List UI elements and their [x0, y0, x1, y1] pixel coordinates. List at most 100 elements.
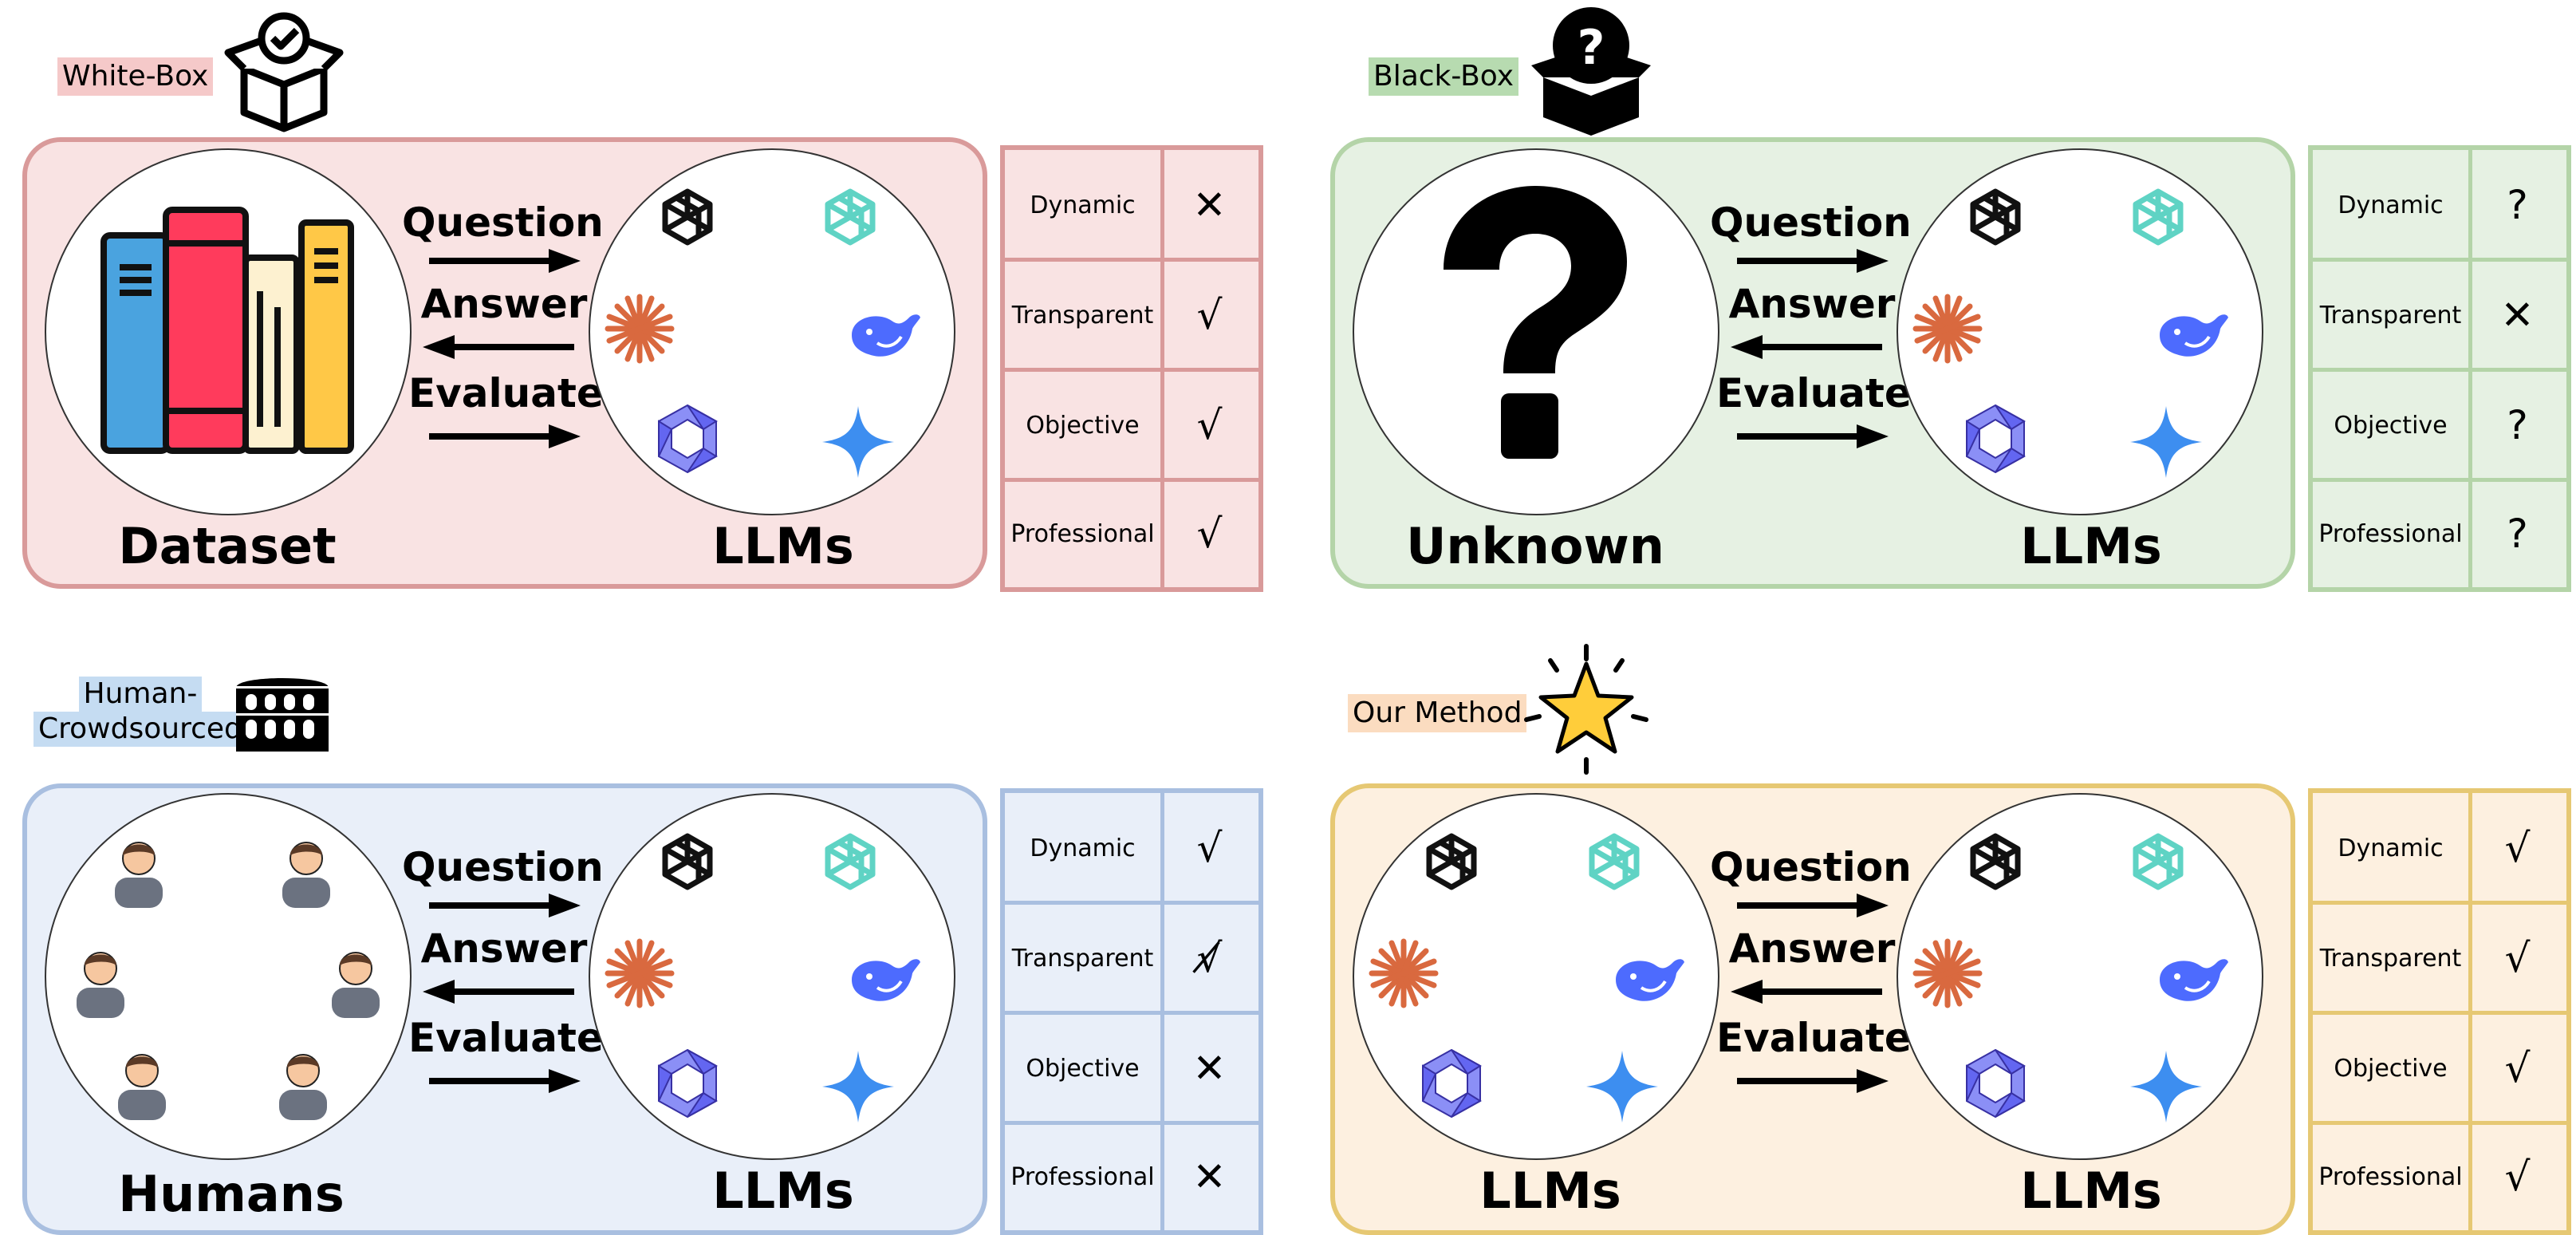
criterion-name: Professional: [2318, 519, 2463, 548]
question-mark-icon: [1444, 186, 1627, 459]
openai-black-icon: [648, 180, 727, 260]
qwen-icon: [1956, 1044, 2035, 1123]
openai-teal-icon: [2118, 825, 2198, 905]
openai-black-icon: [1956, 180, 2035, 260]
black-box-quadrant: Black-Box ? Unknown Question Answer Eval…: [1308, 0, 2576, 618]
criterion-name: Transparent: [1011, 944, 1154, 973]
criterion-mark: ✕: [1192, 1154, 1227, 1200]
evaluate-arrow: [429, 1069, 581, 1093]
person-tie-avatar-icon: [99, 828, 179, 908]
criterion-row: Dynamic?: [2313, 150, 2566, 260]
criterion-row: Professional?: [2313, 480, 2566, 587]
evaluate-label: Evaluate: [408, 370, 604, 416]
question-arrow: [429, 249, 581, 273]
gemini-icon: [2126, 1047, 2206, 1126]
our-method-tag: Our Method: [1348, 694, 1527, 732]
criterion-name: Dynamic: [2338, 191, 2444, 219]
star-icon: [1524, 644, 1648, 775]
question-label: Question: [1710, 844, 1912, 890]
criterion-row: Dynamic ✕: [1005, 150, 1258, 260]
evaluate-label: Evaluate: [408, 1015, 604, 1061]
criterion-name: Professional: [1010, 1162, 1155, 1191]
openai-black-icon: [1412, 825, 1491, 905]
question-arrow: [1737, 894, 1889, 917]
question-arrow: [429, 894, 581, 917]
deepseek-whale-icon: [2153, 294, 2233, 373]
person-beard-avatar-icon: [61, 938, 140, 1018]
openai-black-icon: [1956, 825, 2035, 905]
claude-icon: [1364, 933, 1444, 1013]
answer-label: Answer: [420, 281, 588, 327]
criterion-mark: ?: [2507, 511, 2528, 557]
criterion-mark: √: [2504, 1154, 2531, 1200]
criterion-mark: ✕: [2500, 292, 2535, 338]
evaluate-label: Evaluate: [1716, 370, 1912, 416]
criterion-mark: ?: [2507, 402, 2528, 448]
open-box-check-icon: [224, 12, 344, 132]
openai-teal-icon: [810, 825, 890, 905]
criterion-row: Professional√: [2313, 1123, 2566, 1230]
criterion-name: Dynamic: [1030, 191, 1136, 219]
white-box-tag: White-Box: [57, 57, 214, 96]
criterion-row: Transparent ✕: [2313, 260, 2566, 370]
claude-icon: [600, 289, 679, 369]
criterion-row: Transparent√: [2313, 903, 2566, 1013]
criterion-name: Objective: [1026, 1054, 1140, 1083]
criterion-name: Dynamic: [1030, 834, 1136, 862]
criterion-row: Transparent √: [1005, 260, 1258, 370]
criterion-row: Dynamic √: [1005, 793, 1258, 903]
criterion-row: Professional ✕: [1005, 1123, 1258, 1230]
criterion-mark: ✕: [1192, 1045, 1227, 1091]
qwen-icon: [1412, 1044, 1491, 1123]
white-box-quadrant: White-Box Dataset Question Answer Evalua…: [0, 0, 1288, 618]
answer-label: Answer: [420, 925, 588, 972]
criterion-mark: √: [1196, 292, 1223, 338]
answer-arrow: [423, 335, 574, 359]
deepseek-whale-icon: [845, 294, 925, 373]
criterion-mark: √: [2504, 825, 2531, 871]
criterion-name: Objective: [2334, 411, 2448, 440]
answer-arrow: [1731, 980, 1882, 1004]
openai-teal-icon: [2118, 180, 2198, 260]
question-label: Question: [402, 199, 604, 246]
criterion-mark: ✕: [1192, 182, 1227, 228]
llms-label: LLMs: [712, 1162, 854, 1220]
answer-arrow: [423, 980, 574, 1004]
llms-right-label: LLMs: [2020, 1162, 2162, 1220]
black-box-tag: Black-Box: [1369, 57, 1519, 96]
gemini-icon: [1582, 1047, 1662, 1126]
claude-icon: [1908, 933, 1987, 1013]
criterion-name: Transparent: [1011, 301, 1154, 329]
criterion-name: Transparent: [2319, 301, 2462, 329]
unknown-label: Unknown: [1406, 517, 1664, 575]
svg-text:?: ?: [1578, 20, 1605, 76]
black-box-criteria-table: Dynamic? Transparent ✕ Objective? Profess…: [2308, 145, 2571, 592]
humans-label: Humans: [118, 1165, 345, 1223]
qwen-icon: [1956, 399, 2035, 479]
evaluate-label: Evaluate: [1716, 1015, 1912, 1061]
criterion-row: Objective √: [2313, 1013, 2566, 1123]
criterion-mark: √: [1196, 825, 1223, 871]
criterion-name: Objective: [1026, 411, 1140, 440]
person-judge-avatar-icon: [263, 1040, 343, 1120]
llms-label: LLMs: [2020, 517, 2162, 575]
evaluate-arrow: [1737, 424, 1889, 448]
evaluate-arrow: [1737, 1069, 1889, 1093]
criterion-mark: √: [1196, 402, 1223, 448]
human-crowdsourced-criteria-table: Dynamic √ Transparent √̸ Objective ✕ Profes…: [1000, 788, 1263, 1235]
criterion-mark: √: [2504, 1045, 2531, 1091]
books-icon: [100, 207, 354, 454]
our-method-quadrant: Our Method LLMs Question Answer Evaluate…: [1308, 618, 2576, 1235]
llms-label: LLMs: [712, 517, 854, 575]
our-method-criteria-table: Dynamic √ Transparent√ Objective √ Profess…: [2308, 788, 2571, 1235]
evaluate-arrow: [429, 424, 581, 448]
criterion-row: Objective ✕: [1005, 1013, 1258, 1123]
question-label: Question: [402, 844, 604, 890]
deepseek-whale-icon: [1609, 938, 1689, 1018]
criterion-name: Dynamic: [2338, 834, 2444, 862]
criterion-row: Objective √: [1005, 370, 1258, 480]
claude-icon: [1908, 289, 1987, 369]
gemini-icon: [818, 1047, 898, 1126]
criterion-name: Objective: [2334, 1054, 2448, 1083]
criterion-mark: √̸: [1196, 935, 1223, 981]
